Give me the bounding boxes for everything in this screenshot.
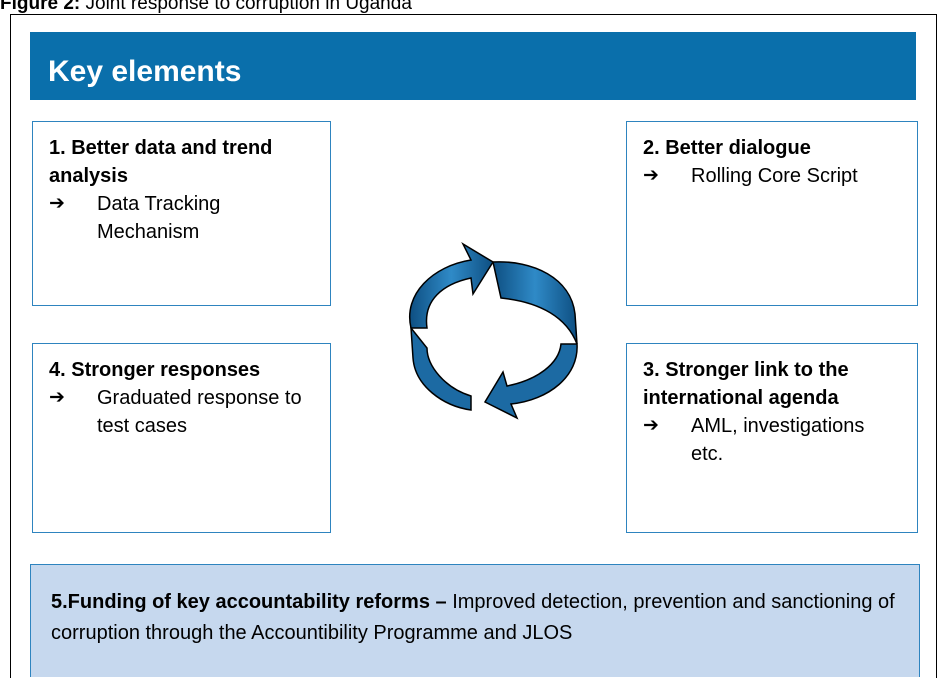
box-title: 2. Better dialogue (643, 137, 811, 159)
right-arrow-icon: ➔ (643, 415, 659, 436)
box-item-text: AML, investigations etc. (691, 415, 865, 465)
caption-text: Joint response to corruption in Uganda (85, 0, 412, 14)
right-arrow-icon: ➔ (643, 165, 659, 186)
funding-text: Improved detection, prevention and sanct… (51, 591, 895, 644)
box-item-text: Rolling Core Script (691, 165, 858, 187)
cycle-arrow-left (408, 242, 495, 329)
funding-title: 5.Funding of key accountability reforms … (51, 591, 447, 613)
figure-frame (10, 14, 937, 678)
right-arrow-icon: ➔ (49, 193, 65, 214)
element-box-international-agenda: 3. Stronger link to the international ag… (626, 343, 918, 533)
box-item: ➔ Data Tracking Mechanism (49, 190, 314, 246)
right-arrow-icon: ➔ (49, 387, 65, 408)
circular-arrows-icon (408, 242, 578, 420)
element-box-data-analysis: 1. Better data and trend analysis ➔ Data… (32, 121, 331, 306)
cycle-arrow-left-band (410, 325, 472, 411)
box-item: ➔ AML, investigations etc. (643, 412, 901, 468)
cycle-arrow-right-band (492, 261, 578, 345)
element-box-responses: 4. Stronger responses ➔ Graduated respon… (32, 343, 331, 533)
box-item-text: Data Tracking Mechanism (97, 193, 221, 243)
element-box-dialogue: 2. Better dialogue ➔ Rolling Core Script (626, 121, 918, 306)
box-item-text: Graduated response to test cases (97, 387, 302, 437)
key-elements-header: Key elements (30, 32, 916, 100)
box-item: ➔ Rolling Core Script (643, 162, 901, 190)
box-item: ➔ Graduated response to test cases (49, 384, 314, 440)
box-title: 3. Stronger link to the international ag… (643, 359, 849, 409)
box-title: 4. Stronger responses (49, 359, 261, 381)
funding-box: 5.Funding of key accountability reforms … (30, 564, 920, 677)
caption-label: Figure 2: (0, 0, 81, 14)
box-title: 1. Better data and trend analysis (49, 137, 273, 187)
figure-caption: Figure 2: Joint response to corruption i… (0, 0, 412, 15)
cycle-arrow-right (483, 343, 578, 420)
